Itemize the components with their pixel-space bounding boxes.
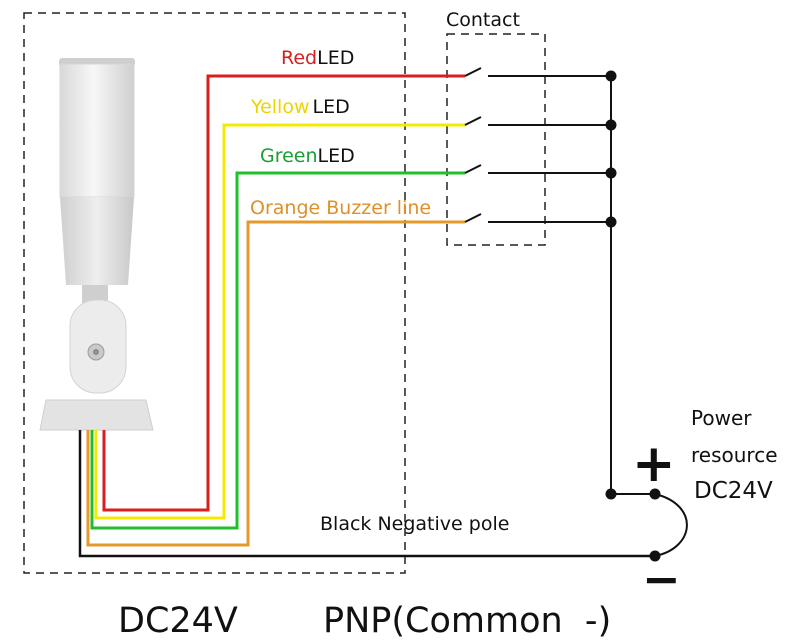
power-label-line3: DC24V (694, 478, 773, 504)
red-led-label: RedLED (281, 47, 354, 69)
junction-dot (605, 167, 617, 179)
red-word: Red (281, 47, 317, 69)
tower-light-image (39, 58, 154, 431)
power-arc (654, 493, 688, 557)
wire-yellow (94, 123, 465, 520)
junction-dot (649, 550, 661, 562)
tower-light-lens (59, 63, 135, 198)
junction-dot (649, 488, 661, 500)
switch-orange (464, 213, 482, 223)
tower-light-screw-center (93, 349, 99, 355)
tower-light-base (39, 399, 154, 431)
black-negative-label: Black Negative pole (320, 513, 509, 535)
led-word: LED (317, 47, 354, 69)
tower-light-enclosure (23, 12, 406, 574)
junction-dot (605, 119, 617, 131)
switch-green (464, 164, 482, 174)
orange-buzzer-label: Orange Buzzer line (250, 197, 431, 219)
wire-black-negative (78, 430, 655, 558)
led-word: LED (318, 145, 355, 167)
wire-green (90, 171, 465, 530)
led-word: LED (313, 96, 350, 118)
power-label-line1: Power (691, 406, 752, 430)
wire-orange (86, 220, 465, 547)
junction-dot (605, 70, 617, 82)
junction-dot (605, 488, 617, 500)
bottom-pnp-label: PNP(Common -) (323, 601, 611, 640)
contact-enclosure (446, 33, 546, 246)
wire-red (102, 74, 465, 512)
contact-label: Contact (446, 9, 520, 31)
tower-light-body (60, 197, 134, 285)
green-word: Green (260, 145, 318, 167)
junction-dot (605, 216, 617, 228)
switch-yellow (464, 116, 482, 126)
green-led-label: GreenLED (260, 145, 355, 167)
bottom-dc24v-label: DC24V (118, 601, 238, 640)
minus-symbol: − (642, 552, 681, 606)
plus-symbol: + (632, 434, 676, 494)
tower-light-pole (82, 285, 108, 303)
contact-switches (464, 67, 688, 557)
junction-dots (605, 70, 661, 562)
yellow-word: Yellow (250, 96, 310, 118)
switch-red (464, 67, 482, 77)
power-label-line2: resource (691, 443, 778, 467)
